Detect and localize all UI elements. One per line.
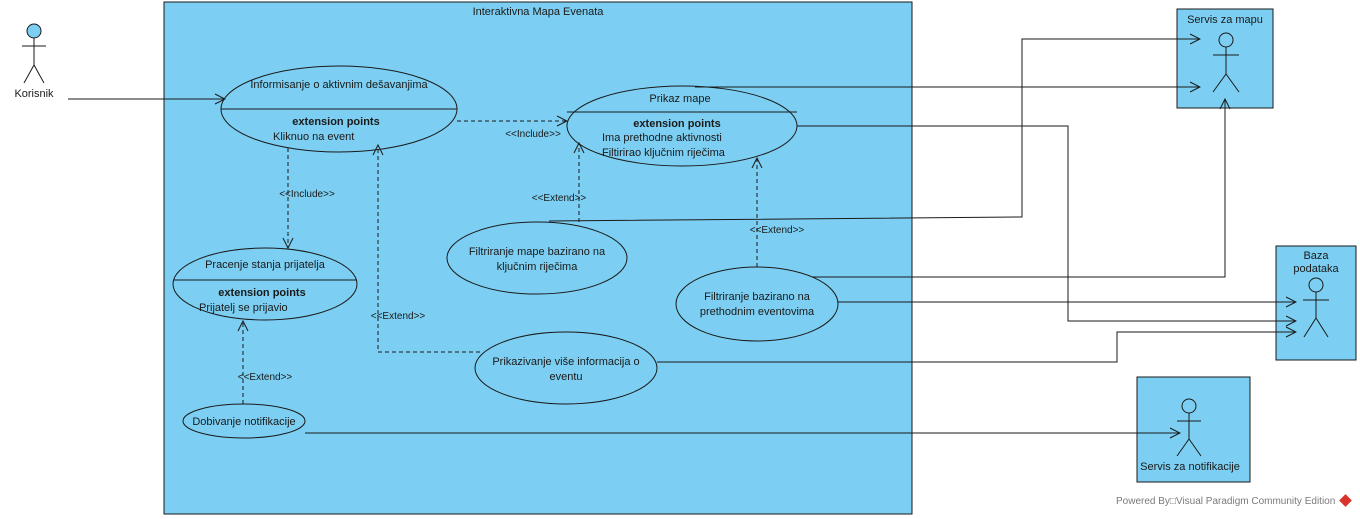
- usecase-prikaz-mape-title: Prikaz mape: [649, 93, 710, 105]
- usecase-vise-info[interactable]: [474, 331, 658, 405]
- usecase-pracenje-ext-header: extension points: [218, 287, 305, 299]
- usecase-informisanje-title: Informisanje o aktivnim dešavanjima: [250, 79, 428, 91]
- footer: Powered By□Visual Paradigm Community Edi…: [1116, 494, 1353, 507]
- usecase-filtriranje-eventova-line1: Filtriranje bazirano na: [704, 291, 811, 303]
- assoc-filtriranje-mape-servis: [548, 39, 1200, 222]
- label-extend-filtriranje-mape: <<Extend>>: [532, 193, 587, 204]
- usecase-filtriranje-eventova[interactable]: [675, 266, 839, 342]
- actor-korisnik[interactable]: [22, 23, 46, 84]
- actor-baza-label-line2: podataka: [1293, 263, 1339, 275]
- assoc-vise-info-baza: [657, 332, 1296, 363]
- label-extend-vise-info: <<Extend>>: [371, 311, 426, 322]
- actor-servis-notifikacije[interactable]: [1176, 398, 1202, 457]
- usecase-prikaz-mape-ext1: Ima prethodne aktivnosti: [602, 132, 722, 144]
- assoc-filtriranje-eventova-servis: [812, 99, 1225, 278]
- label-include-pracenje: <<Include>>: [279, 189, 335, 200]
- usecase-pracenje[interactable]: [172, 247, 358, 321]
- usecase-notifikacije[interactable]: [182, 403, 306, 439]
- extend-vise-info: [378, 145, 480, 353]
- actor-servis-notifikacije-label: Servis za notifikacije: [1140, 461, 1240, 473]
- usecase-vise-info-line2: eventu: [549, 371, 582, 383]
- usecase-prikaz-mape-ext-header: extension points: [633, 118, 720, 130]
- label-extend-filtriranje-eventova: <<Extend>>: [750, 225, 805, 236]
- usecase-vise-info-line1: Prikazivanje više informacija o: [492, 356, 639, 368]
- label-include-prikaz: <<Include>>: [505, 129, 561, 140]
- usecase-pracenje-ext1: Prijatelj se prijavio: [199, 302, 288, 314]
- usecase-pracenje-title: Pracenje stanja prijatelja: [205, 259, 326, 271]
- actor-baza[interactable]: [1303, 277, 1329, 338]
- actor-servis-mapa-label: Servis za mapu: [1187, 14, 1263, 26]
- actor-korisnik-label: Korisnik: [14, 88, 54, 100]
- usecase-filtriranje-mape-line1: Filtriranje mape bazirano na: [469, 246, 606, 258]
- label-extend-notifikacije: <<Extend>>: [238, 372, 293, 383]
- servis-notifikacije-box: [1136, 376, 1251, 483]
- footer-text: Powered By□Visual Paradigm Community Edi…: [1116, 496, 1336, 507]
- usecase-notifikacije-title: Dobivanje notifikacije: [192, 416, 295, 428]
- visual-paradigm-logo-icon: [1339, 494, 1353, 507]
- usecase-filtriranje-eventova-line2: prethodnim eventovima: [700, 306, 815, 318]
- usecase-informisanje[interactable]: [220, 65, 458, 153]
- system-title: Interaktivna Mapa Evenata: [473, 6, 605, 18]
- actor-servis-mapa[interactable]: [1212, 32, 1240, 93]
- assoc-prikaz-mape-baza: [797, 125, 1296, 321]
- usecase-filtriranje-mape[interactable]: [446, 221, 628, 295]
- usecase-informisanje-ext1: Kliknuo na event: [273, 131, 354, 143]
- usecase-filtriranje-mape-line2: ključnim riječima: [497, 261, 579, 273]
- usecase-informisanje-ext-header: extension points: [292, 116, 379, 128]
- actor-baza-label-line1: Baza: [1303, 250, 1329, 262]
- usecase-prikaz-mape-ext2: Filtirirao ključnim riječima: [602, 147, 726, 159]
